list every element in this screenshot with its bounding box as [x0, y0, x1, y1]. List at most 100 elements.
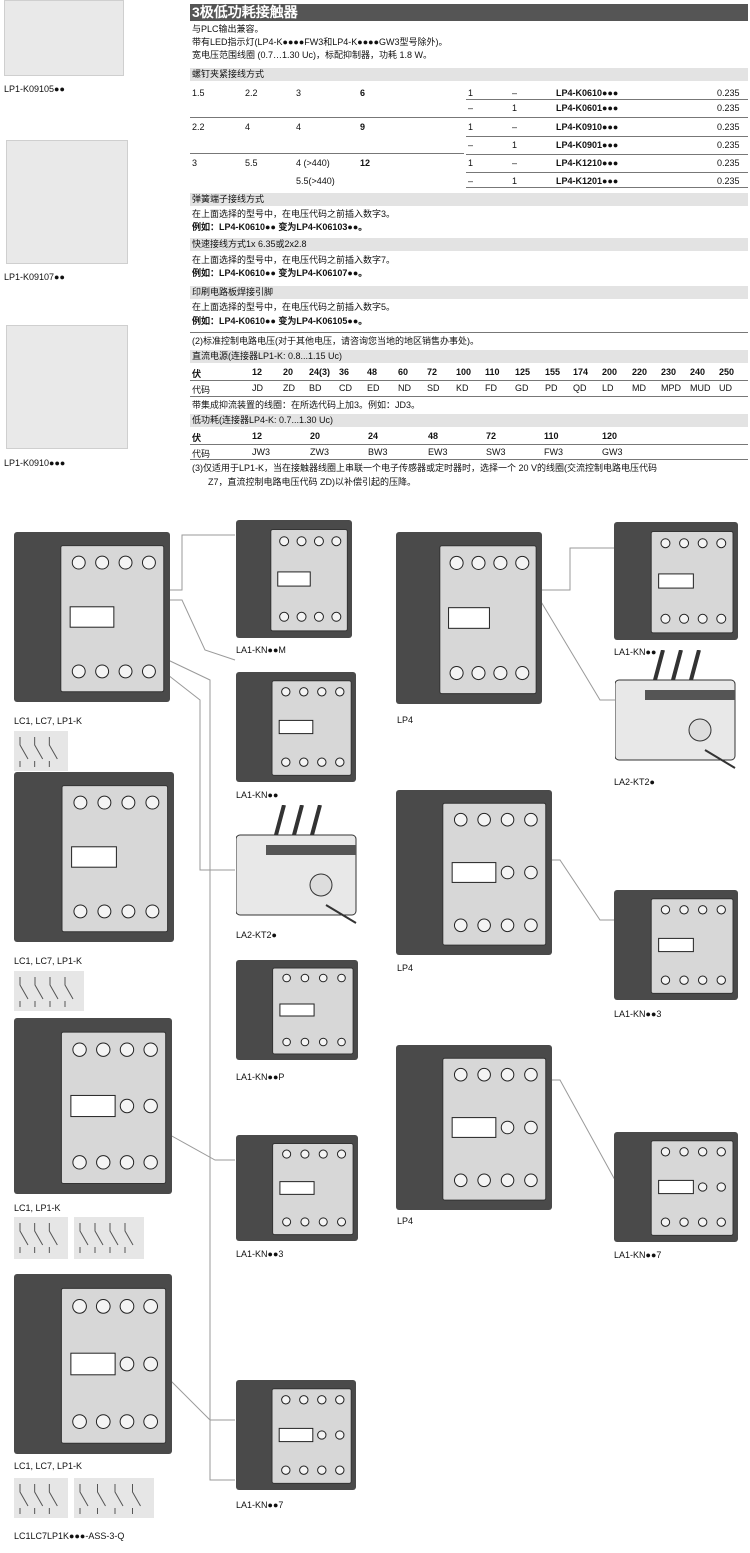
dc-volts-cell: 240: [690, 367, 706, 377]
spring-line: 在上面选择的型号中，在电压代码之前插入数字3。: [192, 209, 396, 219]
product-cell-c: 3: [296, 88, 302, 98]
section-dc: 直流电源(连接器LP1-K: 0.8...1.15 Uc): [190, 350, 748, 363]
aux-label: LA1-KN●●7: [614, 1250, 662, 1260]
dc-codes-cell: ND: [398, 383, 411, 393]
product-cell-wt: 0.235: [717, 176, 740, 186]
product-cell-ref: LP4-K0910●●●: [556, 122, 619, 132]
timer-module-la2-kt2: [236, 805, 357, 924]
contact-symbol: [14, 971, 84, 1011]
product-cell-nc: –: [512, 88, 518, 98]
aux-contact-block: [236, 520, 352, 638]
product-cell-ref: LP4-K1210●●●: [556, 158, 619, 168]
aux-contact-block: [236, 960, 358, 1060]
contactor-lc1-lc7-lp1k: [14, 532, 170, 702]
contactor-lp4: [396, 790, 552, 955]
dc-volts-cell: 72: [427, 367, 438, 377]
aux-contact-block: [236, 1135, 358, 1241]
product-cell-b: 2.2: [245, 88, 258, 98]
low-volts-cell: 120: [602, 431, 618, 441]
product-cell-a: 2.2: [192, 122, 205, 132]
dc-volts-cell: 12: [252, 367, 263, 377]
dc-codes-cell: SD: [427, 383, 440, 393]
dc-codes-cell: QD: [573, 383, 587, 393]
low-codes-cell: EW3: [428, 447, 448, 457]
product-cell-wt: 0.235: [717, 122, 740, 132]
aux-label: LA2-KT2●: [614, 777, 655, 787]
fast-example: 例如：LP4-K0610●● 变为LP4-K06107●●。: [192, 268, 368, 278]
low-codes-cell: GW3: [602, 447, 623, 457]
dc-volts-cell: 125: [515, 367, 531, 377]
aux-label: LA1-KN●●: [614, 647, 657, 657]
low-codes-cell: SW3: [486, 447, 506, 457]
contactor-lp4: [396, 1045, 552, 1210]
contactor-lc1-lp1k: [14, 1018, 172, 1194]
dc-codes-cell: 代码: [192, 385, 211, 395]
aux-contact-block: [236, 1380, 356, 1490]
dc-codes-cell: FD: [485, 383, 497, 393]
low-codes-cell: FW3: [544, 447, 563, 457]
desc-line: 带有LED指示灯(LP4-K●●●●FW3和LP4-K●●●●GW3型号除外)。: [192, 37, 448, 47]
product-cell-nc: 1: [512, 103, 518, 113]
product-cell-wt: 0.235: [717, 158, 740, 168]
pcb-line: 在上面选择的型号中，在电压代码之前插入数字5。: [192, 302, 396, 312]
contactor-label: LP4: [397, 1216, 414, 1226]
dc-codes-cell: MUD: [690, 383, 711, 393]
low-volts-cell: 110: [544, 431, 559, 441]
thumb-label: LP1-K09107●●: [4, 272, 65, 282]
contactor-label: LC1, LC7, LP1-K: [14, 1461, 83, 1471]
dc-volts-cell: 110: [485, 367, 500, 377]
product-cell-wt: 0.235: [717, 88, 740, 98]
dc-codes-cell: GD: [515, 383, 529, 393]
contact-symbol: [14, 1217, 68, 1259]
section-screw: 螺钉夹紧接线方式: [190, 68, 748, 81]
dc-volts-cell: 24(3): [309, 367, 331, 377]
dc-codes-cell: MPD: [661, 383, 681, 393]
aux-label: LA1-KN●●: [236, 790, 279, 800]
low-volts-cell: 72: [486, 431, 497, 441]
contactor-label: LC1, LC7, LP1-K: [14, 716, 83, 726]
product-cell-d: 12: [360, 158, 371, 168]
aux-label: LA1-KN●●3: [236, 1249, 284, 1259]
product-cell-d: 6: [360, 88, 366, 98]
product-cell-a: 1.5: [192, 88, 205, 98]
page-title: 3极低功耗接触器: [190, 4, 748, 21]
product-cell-ref: LP4-K0901●●●: [556, 140, 619, 150]
contactor-label: LC1, LC7, LP1-K: [14, 956, 83, 966]
aux-label: LA1-KN●●7: [236, 1500, 284, 1510]
low-codes-cell: 代码: [192, 449, 211, 459]
dc-codes-cell: CD: [339, 383, 352, 393]
product-cell-no: 1: [468, 158, 474, 168]
product-cell-no: 1: [468, 122, 474, 132]
low-codes-cell: ZW3: [310, 447, 329, 457]
dc-codes-cell: MD: [632, 383, 646, 393]
dc-codes-cell: JD: [252, 383, 263, 393]
product-photo-lp1-k0910: [6, 325, 128, 449]
timer-module-la2-kt2: [615, 650, 736, 769]
product-cell-no: –: [468, 103, 474, 113]
low-codes-cell: JW3: [252, 447, 270, 457]
contact-symbol: [74, 1478, 154, 1518]
dc-codes-cell: ZD: [283, 383, 295, 393]
thumb-label: LP1-K0910●●●: [4, 458, 66, 468]
spring-example: 例如：LP4-K0610●● 变为LP4-K06103●●。: [192, 222, 368, 232]
low-codes-cell: BW3: [368, 447, 388, 457]
low-volts-cell: 20: [310, 431, 321, 441]
product-photo-lp1-k09107: [6, 140, 128, 264]
aux-label: LA2-KT2●: [236, 930, 277, 940]
low-volts-cell: 伏: [192, 433, 202, 443]
product-cell-c: 4 (>440): [296, 158, 330, 168]
dc-codes-cell: PD: [545, 383, 558, 393]
product-cell-c: 5.5(>440): [296, 176, 335, 186]
dc-volts-cell: 220: [632, 367, 648, 377]
dc-volts-cell: 60: [398, 367, 409, 377]
contactor-lc1-lc7-lp1k: [14, 1274, 172, 1454]
dc-codes-cell: ED: [367, 383, 380, 393]
desc-line: 与PLC输出兼容。: [192, 24, 264, 34]
contact-symbol: [14, 731, 68, 771]
dc-volts-cell: 200: [602, 367, 618, 377]
product-cell-b: 5.5: [245, 158, 258, 168]
dc-codes-cell: UD: [719, 383, 732, 393]
dc-codes-cell: LD: [602, 383, 614, 393]
aux-label: LA1-KN●●3: [614, 1009, 662, 1019]
note-3: Z7，直流控制电路电压代码 ZD)以补偿引起的压降。: [208, 477, 416, 487]
